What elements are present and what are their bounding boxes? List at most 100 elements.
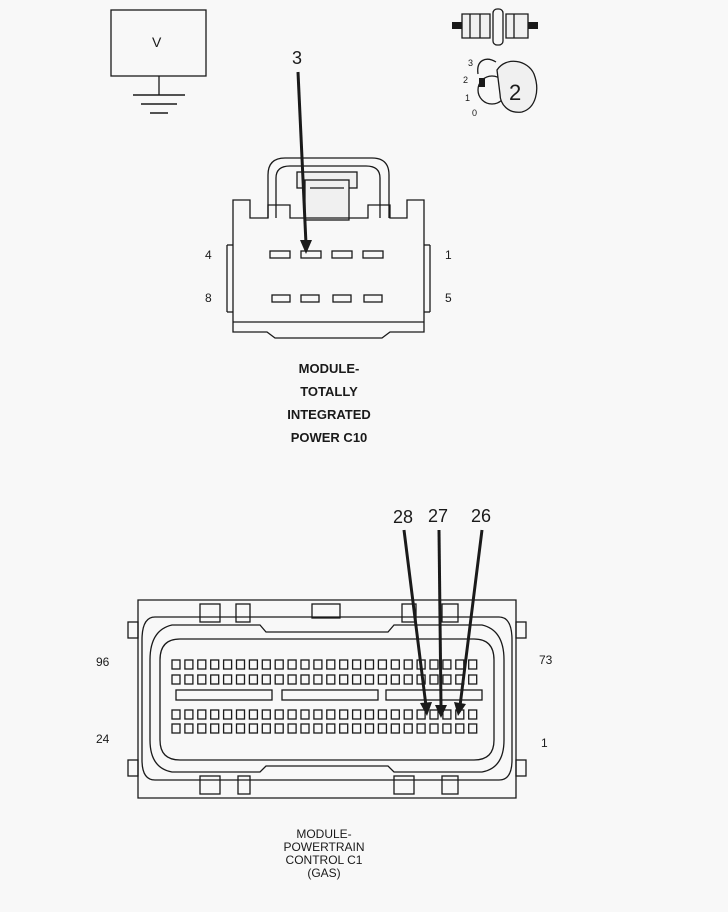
c1-pin-cavity	[416, 709, 426, 720]
c1-pin-cavity	[184, 723, 194, 734]
c1-pin-cavity	[197, 723, 207, 734]
c1-pin-cavity	[390, 674, 400, 685]
c1-pin-cavity	[261, 709, 271, 720]
c1-pin-cavity	[429, 659, 439, 670]
c1-pin-cavity	[377, 723, 388, 734]
c1-pin-cavity	[300, 659, 310, 670]
c1-pin-cavity	[326, 659, 336, 670]
c1-pin-cavity	[364, 709, 375, 720]
c1-pin-cavity	[171, 674, 181, 685]
c1-pin-cavity	[171, 723, 181, 734]
c1-callout-label-27: 27	[428, 506, 449, 526]
c1-pin-cavity	[287, 659, 297, 670]
c1-pin-cavity	[429, 674, 439, 685]
c1-pin-cavity	[184, 674, 194, 685]
c1-pin-cavity	[184, 659, 194, 670]
c1-pin-cavity	[210, 709, 220, 720]
c1-pin-cavity	[416, 723, 426, 734]
c1-pin-cavity	[274, 709, 284, 720]
c10-pin-label-5: 5	[445, 291, 452, 305]
c1-pin-cavity	[300, 723, 310, 734]
callout-arrow-26	[454, 529, 484, 716]
c1-callout-label-26: 26	[471, 506, 492, 526]
c1-pin-cavity	[326, 709, 336, 720]
c1-pin-cavity	[300, 709, 310, 720]
c1-pin-cavity	[442, 709, 452, 720]
c1-pin-cavity	[468, 674, 478, 685]
c10-title: MODULE- TOTALLY INTEGRATED POWER C10	[259, 357, 399, 449]
c1-pin-cavity	[210, 659, 220, 670]
c10-title-line-2: TOTALLY	[300, 384, 358, 399]
c1-pin-cavity	[364, 659, 375, 670]
c1-pin-cavity	[235, 709, 246, 720]
c1-title: MODULE- POWERTRAIN CONTROL C1 (GAS)	[254, 828, 394, 880]
c1-pin-cavity	[468, 709, 478, 720]
key-position-1: 1	[465, 93, 471, 103]
c1-pin-cavity	[300, 674, 310, 685]
c1-pin-cavity	[222, 709, 233, 720]
c1-pin-cavity	[351, 674, 362, 685]
c10-pin-label-8: 8	[205, 291, 212, 305]
c1-pin-cavity	[197, 659, 207, 670]
key-position-0: 0	[472, 108, 478, 118]
c1-pin-label-24: 24	[96, 732, 110, 746]
c1-callout-label-28: 28	[393, 507, 414, 527]
c1-pin-cavity	[274, 674, 284, 685]
c1-title-line-1: MODULE-	[296, 827, 352, 841]
c1-pin-cavity	[377, 709, 388, 720]
c1-pin-cavity	[390, 709, 400, 720]
c1-pin-cavity	[390, 723, 400, 734]
c1-pin-cavity	[442, 674, 452, 685]
c10-pin-label-4: 4	[205, 248, 212, 262]
c1-pin-cavity	[235, 674, 246, 685]
c1-pin-cavity	[339, 709, 349, 720]
c1-pin-cavity	[222, 659, 233, 670]
c1-pin-cavity	[235, 723, 246, 734]
c1-pin-cavity	[429, 709, 439, 720]
c1-pin-cavity	[351, 709, 362, 720]
disconnect-connector-icon	[452, 8, 538, 46]
c1-pin-label-1: 1	[541, 736, 548, 750]
c1-title-line-3: CONTROL C1	[285, 853, 363, 867]
c1-pin-cavity	[248, 659, 259, 670]
c1-pin-cavity	[274, 723, 284, 734]
c1-pin-cavity	[403, 723, 413, 734]
c10-callout-label: 3	[292, 48, 303, 68]
c1-pin-cavity	[442, 723, 452, 734]
c1-pin-cavity	[326, 674, 336, 685]
voltmeter-label: V	[152, 34, 162, 50]
c1-pin-cavity	[468, 659, 478, 670]
callout-arrow-3	[296, 71, 312, 254]
c1-pin-cavity	[313, 674, 323, 685]
key-position-3: 3	[468, 58, 474, 68]
c1-pin-cavity	[313, 723, 323, 734]
c1-pin-cavity	[390, 659, 400, 670]
callout-arrow-27	[435, 529, 447, 718]
c1-pin-cavity	[339, 723, 349, 734]
c1-pin-cavity	[287, 674, 297, 685]
callout-arrow-28	[402, 529, 432, 716]
c1-pin-cavity	[429, 723, 439, 734]
c1-pin-cavity	[351, 659, 362, 670]
c1-pin-cavity	[377, 674, 388, 685]
c1-pin-cavity	[326, 723, 336, 734]
c1-pin-cavity	[197, 674, 207, 685]
c1-pin-cavity	[261, 659, 271, 670]
c1-pin-cavity	[171, 709, 181, 720]
connector-c1-body	[127, 599, 527, 799]
ignition-key-icon	[477, 58, 538, 113]
c1-pin-cavity	[210, 723, 220, 734]
c1-pin-cavity	[261, 723, 271, 734]
c1-pin-cavity	[248, 723, 259, 734]
c1-pin-cavity	[364, 674, 375, 685]
c1-pin-cavity	[313, 709, 323, 720]
c1-pin-cavity	[184, 709, 194, 720]
c10-pin-label-1: 1	[445, 248, 452, 262]
key-position-2: 2	[463, 75, 469, 85]
c1-pin-cavity	[377, 659, 388, 670]
c1-title-line-4: (GAS)	[307, 866, 341, 880]
connector-c1-pin-grid	[171, 659, 478, 734]
c1-pin-cavity	[235, 659, 246, 670]
c1-pin-cavity	[313, 659, 323, 670]
